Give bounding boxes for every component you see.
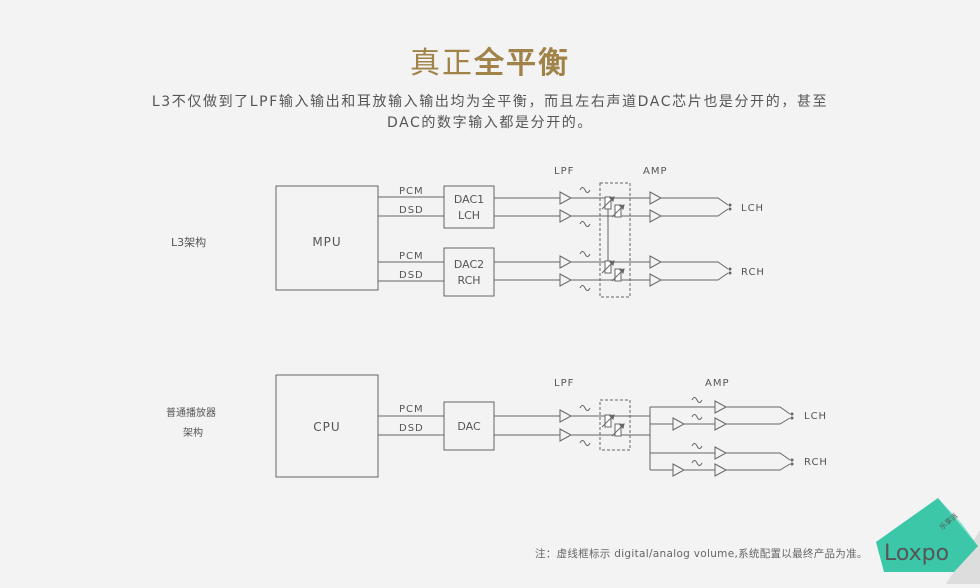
mpu-label: MPU — [312, 235, 341, 249]
bottom-lpf-tri-2 — [559, 428, 572, 442]
top-lpf-label: LPF — [554, 166, 574, 177]
top-pot-1 — [601, 196, 615, 210]
bottom-amp-tri-3 — [714, 417, 727, 431]
top-pot-4 — [611, 268, 625, 282]
top-amp-tri-2 — [649, 209, 662, 223]
bottom-amp-tri-6 — [714, 463, 727, 477]
bottom-dsd: DSD — [399, 423, 424, 434]
bottom-wave-6 — [691, 460, 703, 466]
dac1-label-1: DAC1 — [454, 193, 484, 206]
bottom-pot-2 — [611, 423, 625, 437]
top-dsd-2: DSD — [399, 270, 424, 281]
top-pot-3 — [601, 260, 615, 274]
description-line-2: DAC的数字输入都是分开的。 — [386, 115, 594, 131]
dac2-box — [443, 247, 495, 297]
bottom-wave-3 — [691, 397, 703, 403]
loxpo-logo: Loxpo 乐享派 — [866, 490, 980, 584]
page-description: L3不仅做到了LPF输入输出和耳放输入输出均为全平衡，而且左右声道DAC芯片也是… — [140, 92, 840, 134]
description-line-1: L3不仅做到了LPF输入输出和耳放输入输出均为全平衡，而且左右声道DAC芯片也是… — [151, 94, 829, 110]
logo-wordmark: Loxpo — [884, 541, 949, 566]
dac1-label-2: LCH — [458, 209, 480, 222]
bottom-pcm: PCM — [399, 404, 424, 415]
dac2-label-1: DAC2 — [454, 258, 484, 271]
footer-note: 注：虚线框标示 digital/analog volume,系统配置以最终产品为… — [535, 548, 868, 560]
bottom-out-lch: LCH — [804, 411, 827, 422]
top-amp-tri-4 — [649, 273, 662, 287]
bottom-lpf-label: LPF — [554, 378, 574, 389]
top-pcm-2: PCM — [399, 251, 424, 262]
bottom-out-rch: RCH — [804, 457, 828, 468]
top-out-lch: LCH — [741, 203, 764, 214]
bottom-amp-label: AMP — [705, 378, 730, 389]
dac-box — [443, 401, 495, 451]
bottom-pot-1 — [601, 414, 615, 428]
top-pcm-1: PCM — [399, 186, 424, 197]
dac2-label-2: RCH — [457, 274, 480, 287]
page-title: 真正全平衡 — [0, 38, 980, 82]
top-pot-2 — [611, 204, 625, 218]
bottom-amp-tri-1 — [714, 400, 727, 414]
diagram-top: L3架构 MPU DAC1 LCH DAC2 RCH PCM DSD PCM D… — [171, 166, 765, 298]
top-wave-3 — [579, 251, 591, 257]
top-lpf-tri-3 — [559, 255, 572, 269]
mpu-box — [275, 185, 379, 291]
title-bold: 全平衡 — [474, 46, 570, 81]
bottom-wave-4 — [691, 414, 703, 420]
bottom-row-label-1: 普通播放器 — [166, 406, 216, 419]
bottom-amp-tri-4 — [714, 446, 727, 460]
top-wave-4 — [579, 285, 591, 291]
top-volume-box — [599, 182, 631, 298]
top-amp-tri-1 — [649, 191, 662, 205]
cpu-box — [275, 374, 379, 478]
diagram-bottom: 普通播放器 架构 CPU DAC PCM DSD LPF AMP — [166, 374, 828, 478]
top-wave-1 — [579, 187, 591, 193]
bottom-row-label-2: 架构 — [183, 426, 203, 439]
dac-label: DAC — [457, 420, 481, 433]
dac1-box — [443, 185, 495, 229]
bottom-wave-5 — [691, 443, 703, 449]
top-lpf-tri-1 — [559, 191, 572, 205]
top-row-label: L3架构 — [171, 235, 206, 249]
top-dsd-1: DSD — [399, 205, 424, 216]
bottom-volume-box — [599, 399, 631, 451]
top-amp-label: AMP — [643, 166, 668, 177]
top-amp-tri-3 — [649, 255, 662, 269]
bottom-lpf-tri-1 — [559, 409, 572, 423]
top-out-rch: RCH — [741, 267, 765, 278]
title-normal: 真正 — [410, 46, 474, 81]
top-wave-2 — [579, 221, 591, 227]
bottom-wave-2 — [579, 440, 591, 446]
top-lpf-tri-4 — [559, 273, 572, 287]
cpu-label: CPU — [313, 420, 340, 434]
bottom-amp-tri-5 — [672, 463, 685, 477]
bottom-wave-1 — [579, 405, 591, 411]
bottom-amp-tri-2 — [672, 417, 685, 431]
top-lpf-tri-2 — [559, 209, 572, 223]
